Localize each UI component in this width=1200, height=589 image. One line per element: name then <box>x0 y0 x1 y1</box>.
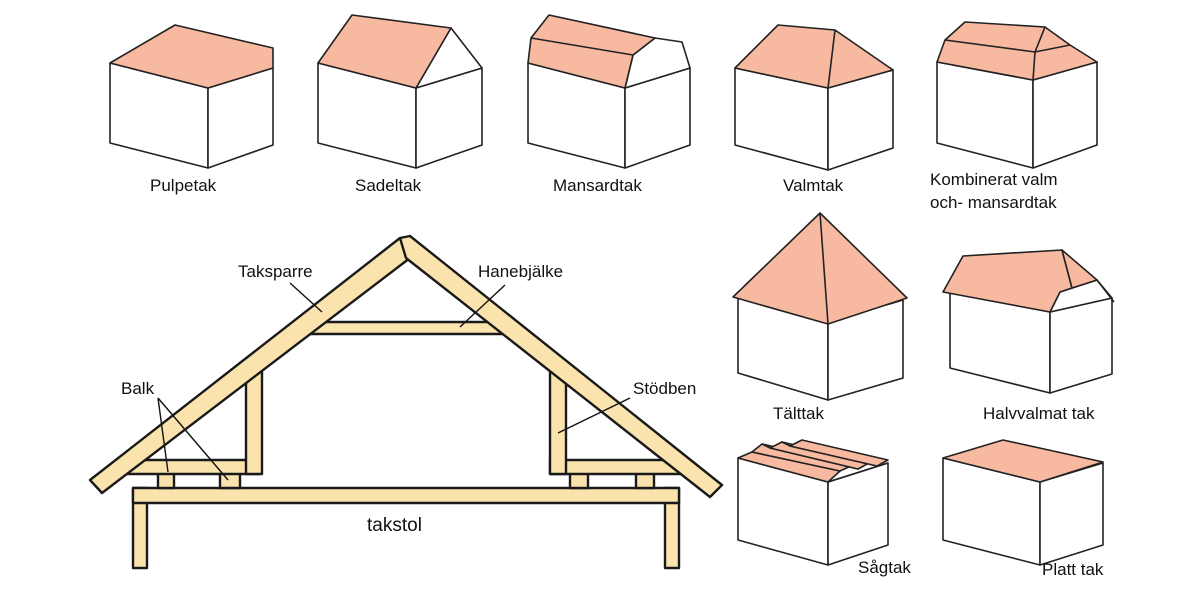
kombinerat-house <box>936 21 1098 169</box>
label-taksparre: Taksparre <box>238 262 313 281</box>
label-talttak: Tälttak <box>773 404 825 423</box>
leader-lines <box>157 282 631 481</box>
label-stodben: Stödben <box>633 379 697 398</box>
valmtak-house <box>734 24 894 171</box>
stodben-right <box>548 370 568 476</box>
mansardtak-house <box>527 14 691 169</box>
label-sadeltak: Sadeltak <box>355 176 422 195</box>
label-takstol: takstol <box>367 515 422 536</box>
roof-truss <box>88 234 724 570</box>
taksparre-leader <box>289 282 323 313</box>
balk-leader-2 <box>157 397 229 481</box>
label-halvvalmat: Halvvalmat tak <box>983 404 1095 423</box>
sadeltak-house <box>317 14 483 169</box>
label-mansardtak: Mansardtak <box>553 176 642 195</box>
label-platt: Platt tak <box>1042 560 1104 579</box>
label-kombinerat-line1: Kombinerat valm <box>930 170 1058 189</box>
platt-house <box>942 439 1104 566</box>
label-hanebjalke: Hanebjälke <box>478 262 564 281</box>
label-balk: Balk <box>121 379 155 398</box>
halvvalmat-house <box>942 249 1115 394</box>
hanebjalke-leader <box>459 284 506 328</box>
stodben-leader <box>557 397 631 434</box>
pulpetak-house <box>109 24 274 169</box>
hanebjalke <box>304 320 508 336</box>
bottom-beam <box>131 486 681 505</box>
label-kombinerat-line2: och- mansardtak <box>930 193 1057 212</box>
label-valmtak: Valmtak <box>783 176 844 195</box>
taksparre-right <box>398 234 724 499</box>
balk-leader-1 <box>157 397 169 473</box>
label-sagtak: Sågtak <box>858 558 911 577</box>
sagtak-house <box>737 439 889 566</box>
stodben-left <box>244 370 264 476</box>
talttak-house <box>732 212 908 401</box>
label-pulpetak: Pulpetak <box>150 176 217 195</box>
